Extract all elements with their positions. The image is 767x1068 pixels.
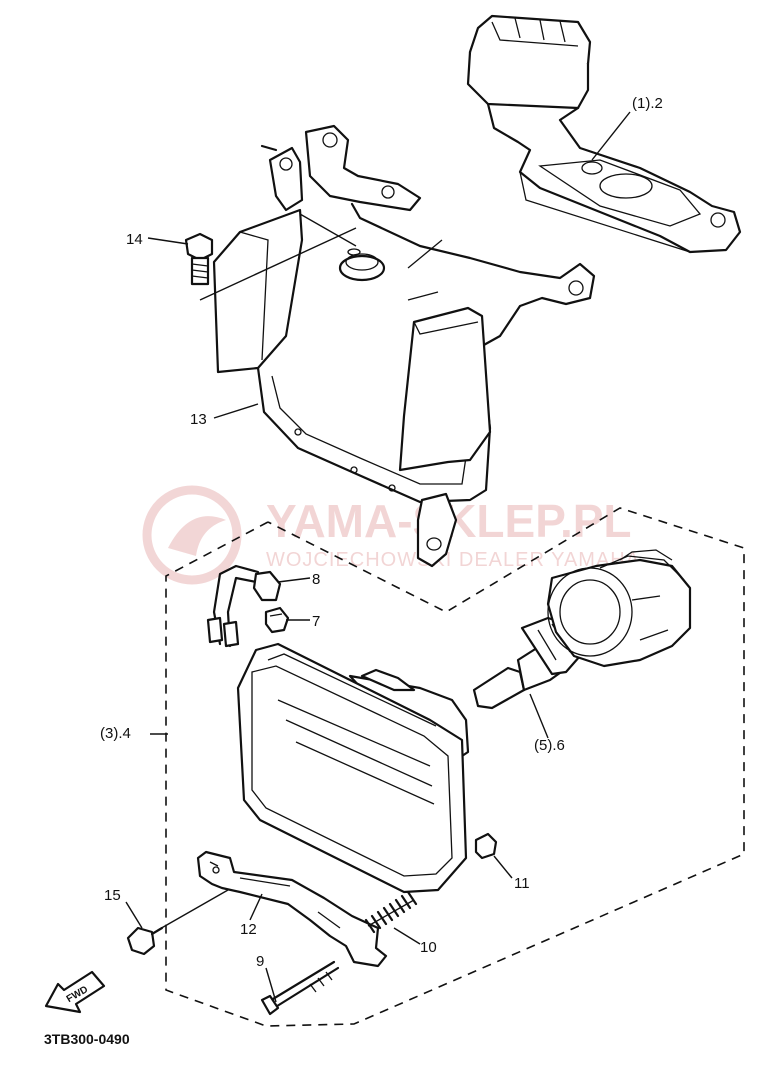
part-bulb-7 bbox=[264, 606, 290, 634]
callout-8: 8 bbox=[312, 571, 320, 588]
part-nut-11 bbox=[474, 832, 498, 860]
callout-9: 9 bbox=[256, 953, 264, 970]
part-code: 3TB300-0490 bbox=[44, 1031, 130, 1047]
assembly-boundary bbox=[165, 507, 745, 1027]
callout-5-6: (5).6 bbox=[534, 737, 565, 754]
watermark-logo bbox=[142, 485, 242, 585]
part-spring-10 bbox=[364, 890, 418, 934]
leader-lines bbox=[125, 111, 631, 1003]
part-socket-cord bbox=[206, 564, 282, 648]
fwd-arrow: FWD bbox=[44, 970, 106, 1014]
callout-3-4: (3).4 bbox=[100, 725, 131, 742]
watermark-logo-mark bbox=[168, 516, 226, 556]
watermark-subtitle: WOJCIECHOWSKI DEALER YAMAHA bbox=[266, 549, 640, 571]
part-socket-cover bbox=[546, 549, 692, 668]
part-lower-bracket bbox=[196, 850, 388, 968]
part-screw-9 bbox=[260, 960, 340, 1016]
part-screw-15 bbox=[126, 926, 164, 956]
callout-15: 15 bbox=[104, 887, 121, 904]
part-meter-box bbox=[466, 14, 742, 254]
callout-10: 10 bbox=[420, 939, 437, 956]
callout-labels: (1).2 14 13 8 7 (3).4 (5).6 11 15 12 10 … bbox=[100, 95, 663, 970]
part-headlight-stay bbox=[212, 124, 596, 568]
watermark: YAMA-SKLEP.PL WOJCIECHOWSKI DEALER YAMAH… bbox=[142, 485, 640, 585]
part-bulb-6 bbox=[472, 616, 596, 710]
callout-12: 12 bbox=[240, 921, 257, 938]
callout-14: 14 bbox=[126, 231, 143, 248]
part-bolt-14 bbox=[184, 232, 214, 286]
part-headlight-unit bbox=[236, 642, 470, 894]
callout-11: 11 bbox=[514, 875, 530, 892]
callout-7: 7 bbox=[312, 613, 320, 630]
callout-13: 13 bbox=[190, 411, 207, 428]
callout-1-2: (1).2 bbox=[632, 95, 663, 112]
